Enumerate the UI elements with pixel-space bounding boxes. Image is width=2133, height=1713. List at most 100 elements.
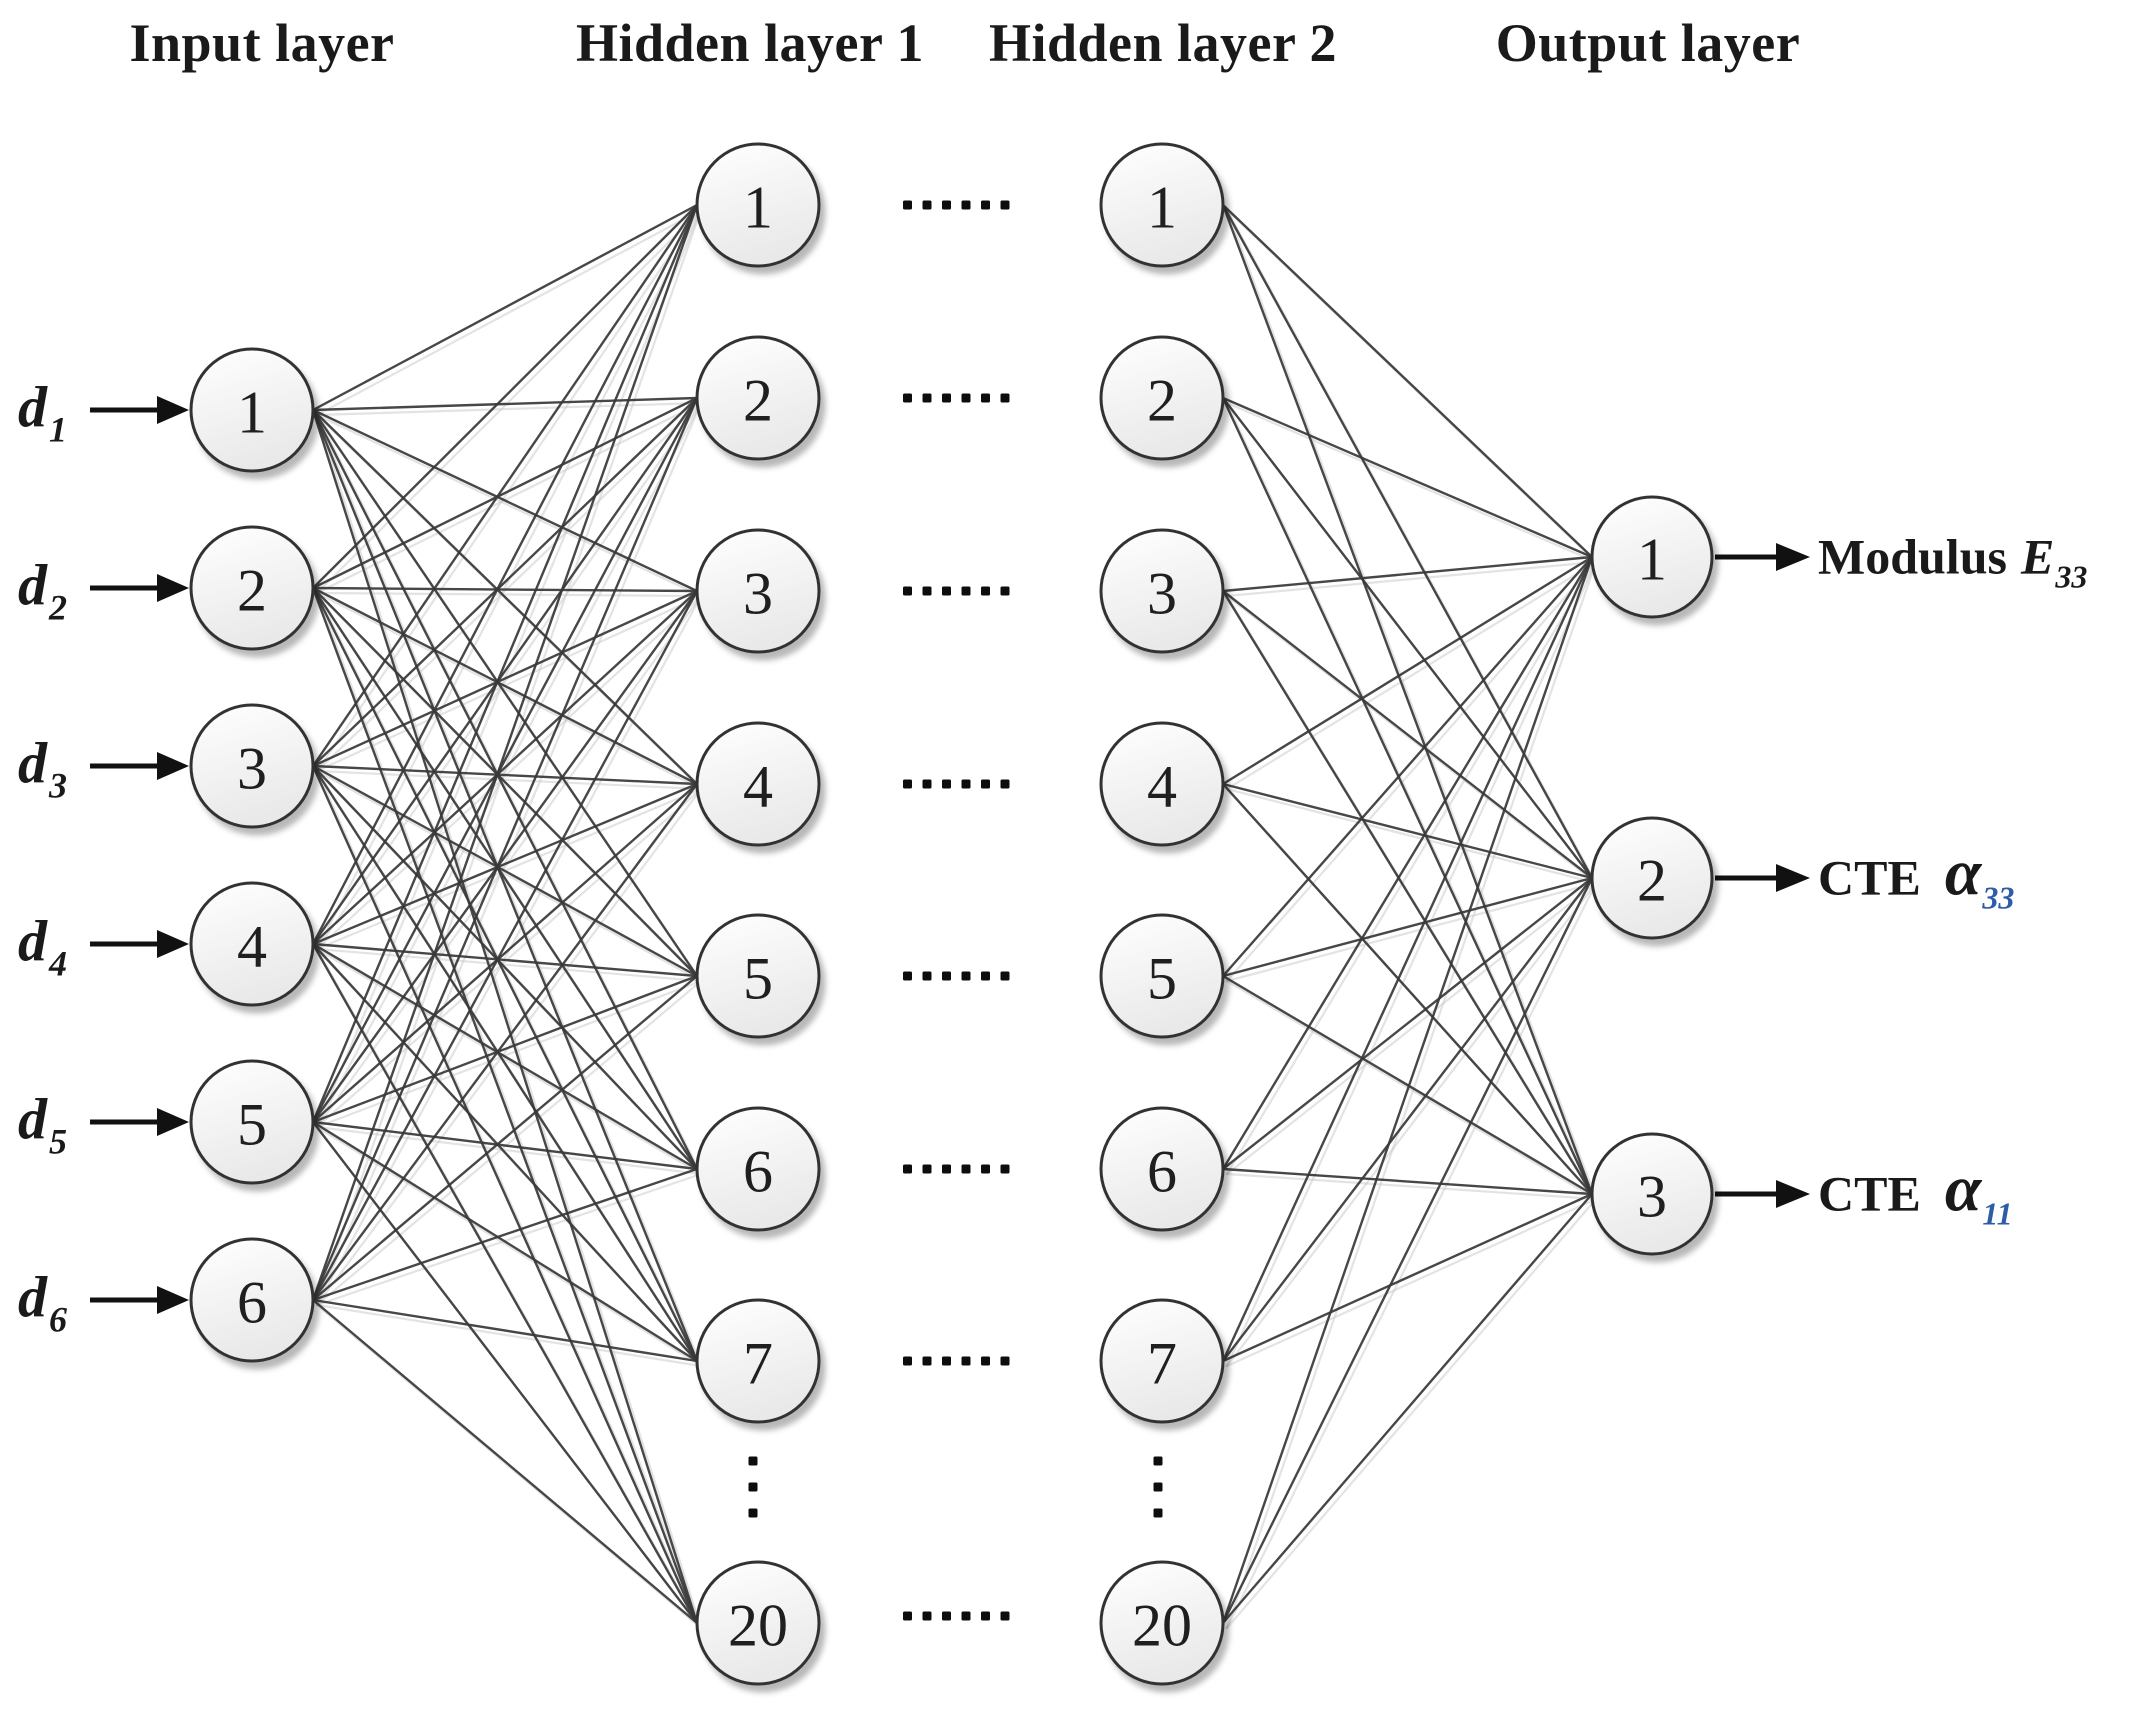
input-node-circle [189,347,315,473]
input-arrowhead-icon [157,1286,189,1314]
input-node-6: 6 [189,1237,315,1363]
input-subscript: 5 [49,1121,67,1162]
connection-line-shadow [1225,560,1598,1176]
connection-line-shadow [315,1125,703,1368]
input-arrowhead-icon [157,752,189,780]
hidden1-node-number: 4 [743,753,773,819]
connection-line [311,203,699,1124]
output-subscript: 11 [1982,1195,2013,1232]
connection-line [1221,1167,1594,1196]
hidden2-node-circle [1099,721,1225,847]
connection-ellipsis-dot [961,586,971,596]
hidden2-node-number: 3 [1147,560,1177,626]
hidden2-node-6: 6 [1099,1106,1225,1232]
input-arrowhead-icon [157,1108,189,1136]
connection-line [1221,974,1594,1196]
connection-ellipsis-dot [922,971,932,981]
hidden2-node-circle [1099,913,1225,1039]
connection-ellipsis-dot [981,393,990,403]
hidden1-node-4: 4 [695,721,821,847]
connection-ellipsis-dot [942,393,951,403]
connection-line-shadow [1225,881,1598,1368]
connection-line-shadow [315,413,703,1368]
connection-ellipsis-dot [961,1356,971,1366]
output-node-circle [1590,816,1714,940]
output-symbol: α [1944,836,1982,910]
connection-ellipsis-dot [1000,1611,1010,1621]
connection-line [1221,396,1594,1196]
hidden1-node-7: 7 [695,1298,821,1424]
output-node-1: 1 [1590,495,1714,619]
connection-ellipsis-dot [981,586,990,596]
connection-line [1221,589,1594,880]
connection-line [1221,555,1594,978]
connection-line [311,974,699,1302]
connection-line [1221,555,1594,1171]
connection-line [1221,1192,1594,1625]
output-label-prefix: Modulus [1818,528,2007,585]
connection-line [311,1298,699,1625]
connection-ellipsis-dot [903,1611,912,1621]
connection-line [311,203,699,946]
connection-line-shadow [315,591,703,598]
connection-line [311,203,699,590]
connection-line-shadow [1225,881,1598,1176]
output-node-circle [1590,495,1714,619]
connection-line-shadow [1225,560,1598,598]
connection-line [1221,396,1594,559]
connection-ellipsis-dot [1000,200,1010,210]
connection-line-shadow [315,208,703,1307]
connection-line [311,782,699,1124]
output-label-prefix: CTE [1818,1165,1921,1222]
hidden2-node-number: 4 [1147,753,1177,819]
connection-line [311,942,699,1363]
hidden1-node-2: 2 [695,335,821,461]
hidden1-more-nodes-ellipsis-dot [748,1456,758,1466]
connection-line [1221,876,1594,1625]
connection-line-shadow [315,413,703,1176]
connection-line [311,586,699,978]
connection-line-shadow [1225,401,1598,1201]
connection-ellipsis-dot [922,586,932,596]
connection-line [311,764,699,786]
connection-line [1221,589,1594,1196]
hidden1-node-circle [695,1106,821,1232]
connection-line [311,396,699,412]
input-node-number: 6 [237,1269,267,1335]
input-node-number: 3 [237,735,267,801]
input-label: d6 [18,1268,67,1338]
input-subscript: 4 [49,943,67,984]
hidden2-node-number: 2 [1147,367,1177,433]
output-symbol: α [1944,1152,1982,1226]
connection-line-shadow [315,401,703,595]
connection-ellipsis-dot [922,1164,932,1174]
connection-ellipsis-dot [922,393,932,403]
hidden2-node-circle [1099,335,1225,461]
connection-line-shadow [1225,401,1598,564]
connection-line [311,396,699,768]
input-subscript: 1 [49,409,67,450]
hidden2-node-5: 5 [1099,913,1225,1039]
output-node-2: 2 [1590,816,1714,940]
input-label: d1 [18,378,67,448]
input-node-4: 4 [189,881,315,1007]
input-subscript: 2 [49,587,67,628]
connection-ellipsis-dot [981,779,990,789]
input-symbol: d [18,1086,47,1152]
input-node-circle [189,881,315,1007]
connection-ellipsis-dot [942,971,951,981]
connection-line [311,396,699,946]
connection-line-shadow [315,787,703,951]
connection-ellipsis-dot [903,971,912,981]
hidden1-node-circle [695,1560,821,1686]
connection-ellipsis-dot [981,971,990,981]
connection-line [311,586,699,593]
connection-line [311,408,699,1363]
hidden2-node-circle [1099,1560,1225,1686]
input-label: d2 [18,556,67,626]
connection-line-shadow [315,947,703,983]
connection-line [311,1120,699,1625]
connection-line [1221,203,1594,880]
connection-ellipsis-dot [903,393,912,403]
